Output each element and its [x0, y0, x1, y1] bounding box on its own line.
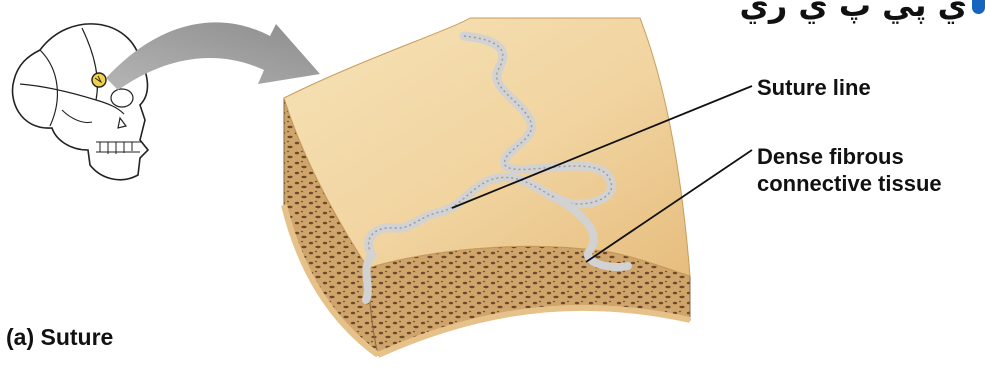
label-dense-line2: connective tissue — [757, 170, 942, 197]
skull-icon — [13, 24, 148, 180]
label-dense-line1: Dense fibrous — [757, 143, 942, 170]
bone-block — [284, 18, 690, 355]
label-suture-line: Suture line — [757, 75, 871, 101]
heading-bullet-icon — [972, 0, 985, 14]
figure-caption: (a) Suture — [6, 324, 113, 351]
page-heading: ي پي پ ي ري — [739, 0, 967, 24]
heading-text: ي پي پ ي ري — [739, 0, 967, 24]
label-dense-fibrous-tissue: Dense fibrous connective tissue — [757, 143, 942, 197]
